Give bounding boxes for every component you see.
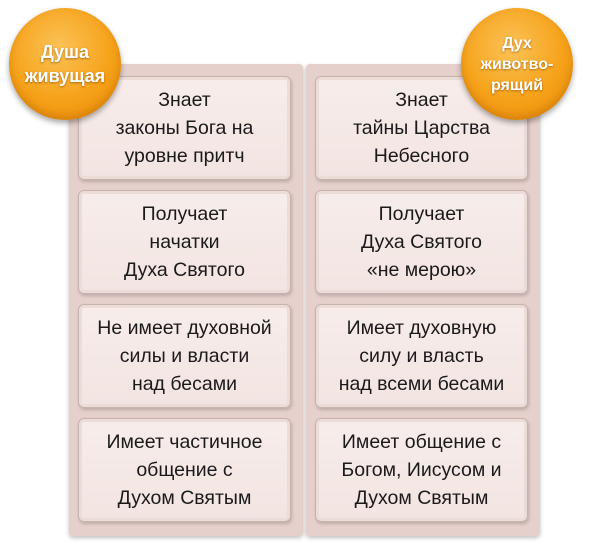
left-cell-3: Не имеет духовной силы и власти над беса… (78, 304, 291, 408)
left-badge-label: Душа живущая (24, 42, 106, 86)
left-badge: Душа живущая (9, 8, 121, 120)
right-cell-1-text: Знает тайны Царства Небесного (353, 89, 490, 167)
right-cell-2-text: Получает Духа Святого «не мерою» (360, 203, 483, 281)
left-cell-2: Получает начатки Духа Святого (78, 190, 291, 294)
right-cell-2: Получает Духа Святого «не мерою» (315, 190, 528, 294)
right-column: Знает тайны Царства Небесного Получает Д… (306, 64, 540, 536)
left-column: Знает законы Бога на уровне притч Получа… (69, 64, 303, 536)
left-cell-3-text: Не имеет духовной силы и власти над беса… (97, 317, 272, 395)
right-badge-label: Дух животво- рящий (480, 34, 554, 94)
right-cell-4-text: Имеет общение с Богом, Иисусом и Духом С… (341, 431, 502, 509)
left-cell-4: Имеет частичное общение с Духом Святым (78, 418, 291, 522)
left-cell-4-text: Имеет частичное общение с Духом Святым (106, 431, 263, 509)
right-cell-3-text: Имеет духовную силу и власть над всеми б… (338, 317, 505, 395)
left-cell-1: Знает законы Бога на уровне притч (78, 76, 291, 180)
right-cell-3: Имеет духовную силу и власть над всеми б… (315, 304, 528, 408)
left-cell-2-text: Получает начатки Духа Святого (123, 203, 246, 281)
left-cell-1-text: Знает законы Бога на уровне притч (115, 89, 254, 167)
right-badge: Дух животво- рящий (461, 8, 573, 120)
right-cell-4: Имеет общение с Богом, Иисусом и Духом С… (315, 418, 528, 522)
